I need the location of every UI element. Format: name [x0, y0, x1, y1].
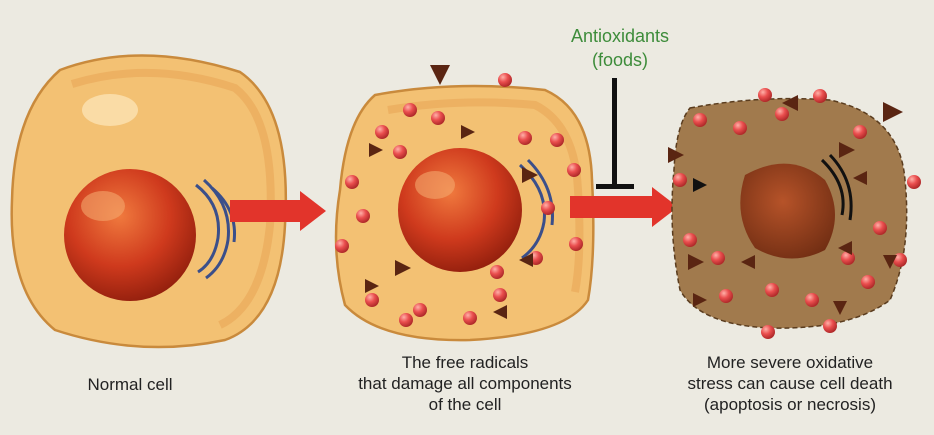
free-radical-icon [861, 275, 875, 289]
free-radical-icon [693, 113, 707, 127]
free-radical-icon [493, 288, 507, 302]
triangle-particle-icon [430, 65, 450, 85]
triangle-particle-icon [688, 254, 704, 270]
free-radical-icon [335, 239, 349, 253]
free-radical-icon [841, 251, 855, 265]
free-radical-icon [365, 293, 379, 307]
triangle-particle-icon [782, 95, 798, 111]
triangle-particle-icon [839, 142, 855, 158]
triangle-particle-icon [519, 253, 533, 267]
nucleus-icon [740, 163, 835, 259]
free-radical-icon [431, 111, 445, 125]
triangle-particle-icon [365, 279, 379, 293]
free-radical-icon [518, 131, 532, 145]
arrow-icon [570, 187, 678, 227]
triangle-particle-icon [693, 293, 707, 307]
free-radical-icon [463, 311, 477, 325]
normal-cell [10, 54, 288, 349]
free-radical-icon [550, 133, 564, 147]
triangle-particle-icon [741, 255, 755, 269]
triangle-particle-icon [522, 167, 538, 183]
free-radical-icon [683, 233, 697, 247]
triangle-particle-icon [668, 147, 684, 163]
free-radical-icon [813, 89, 827, 103]
free-radical-icon [907, 175, 921, 189]
golgi-icon [820, 153, 853, 221]
free-radical-icon [345, 175, 359, 189]
free-radical-icon [719, 289, 733, 303]
antioxidants-label: Antioxidants (foods) [570, 26, 670, 70]
triangle-particle-icon [853, 171, 867, 185]
free-radical-icon [805, 293, 819, 307]
free-radical-icon [873, 221, 887, 235]
free-radical-icon [375, 125, 389, 139]
triangle-particles [365, 65, 903, 319]
inhibition-icon [596, 78, 634, 189]
free-radicals-label: The free radicals that damage all compon… [358, 353, 572, 414]
free-radical-icon [498, 73, 512, 87]
free-radical-icon [823, 319, 837, 333]
free-radical-icon [761, 325, 775, 339]
triangle-particle-icon [493, 305, 507, 319]
free-radical-icon [490, 265, 504, 279]
free-radical-icon [567, 163, 581, 177]
free-radical-icon [733, 121, 747, 135]
arrow-icon [230, 191, 326, 231]
free-radical-icon [893, 253, 907, 267]
free-radical-icon [853, 125, 867, 139]
cell-death-label: More severe oxidative stress can cause c… [687, 353, 893, 414]
golgi-icon [519, 158, 554, 260]
triangle-particle-icon [833, 301, 847, 315]
free-radical-icon [356, 209, 370, 223]
free-radical-icon [393, 145, 407, 159]
free-radical-icon [775, 107, 789, 121]
normal-cell-label: Normal cell [87, 375, 173, 394]
free-radical-icon [399, 313, 413, 327]
free-radical-icon [403, 103, 417, 117]
triangle-particle-icon [369, 143, 383, 157]
triangle-particle-icon [883, 102, 903, 122]
triangle-particle-icon [883, 255, 897, 269]
free-radical-icon [758, 88, 772, 102]
triangle-particle-icon [395, 260, 411, 276]
free-radical-icon [569, 237, 583, 251]
triangle-particle-icon [838, 241, 852, 255]
triangle-particle-icon [693, 178, 707, 192]
nucleus-icon [398, 148, 522, 272]
triangle-particle-icon [461, 125, 475, 139]
nucleus-icon [64, 169, 196, 301]
free-radical-icon [711, 251, 725, 265]
free-radical-icon [673, 173, 687, 187]
dying-cell [671, 97, 908, 329]
free-radical-icon [413, 303, 427, 317]
free-radicals [335, 73, 921, 339]
free-radical-icon [541, 201, 555, 215]
free-radical-icon [765, 283, 779, 297]
